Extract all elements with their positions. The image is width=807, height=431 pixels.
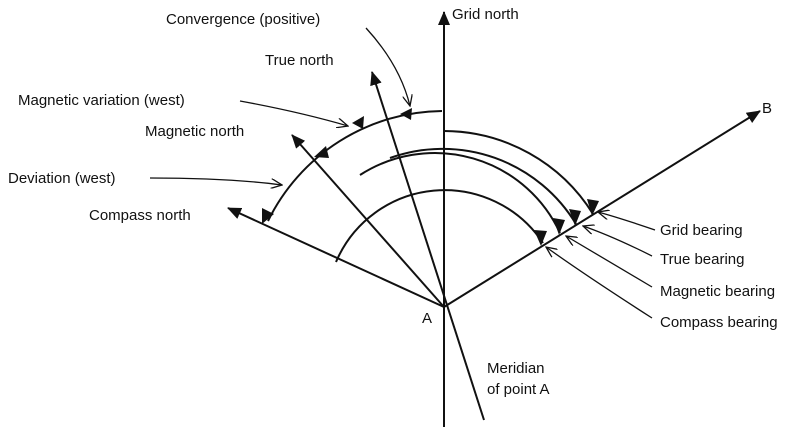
line-to-b: [443, 110, 761, 308]
magnetic-bearing-arrowhead: [553, 218, 565, 235]
true-bearing-leader: [583, 226, 653, 257]
magnetic-bearing-arc: [359, 152, 561, 234]
meridian-label-line1: Meridian: [487, 360, 545, 377]
true-bearing-label: True bearing: [660, 251, 745, 268]
true-north-label: True north: [265, 52, 334, 69]
compass-bearing-arrowhead: [534, 230, 547, 246]
convergence-label: Convergence (positive): [166, 11, 321, 28]
magnetic-north-line: [291, 134, 445, 308]
outer-arc: [267, 110, 443, 222]
compass-bearing-leader: [546, 247, 653, 319]
magnetic-variation-label: Magnetic variation (west): [18, 92, 185, 109]
magnetic-north-label: Magnetic north: [145, 123, 245, 140]
true-bearing-arrowhead: [569, 209, 581, 226]
compass-north-label: Compass north: [89, 207, 191, 224]
grid-bearing-arrowhead: [587, 199, 599, 216]
compass-bearing-label: Compass bearing: [660, 314, 778, 331]
magnetic-bearing-label: Magnetic bearing: [660, 283, 776, 300]
grid-north-label: Grid north: [452, 6, 519, 23]
meridian-label-line2: of point A: [487, 381, 550, 398]
convergence-arrowhead: [400, 108, 412, 120]
grid-bearing-label: Grid bearing: [660, 222, 743, 239]
deviation-arrowhead: [262, 208, 274, 224]
variation-leader: [239, 100, 348, 126]
deviation-label: Deviation (west): [8, 170, 116, 187]
magnetic-bearing-leader: [566, 236, 653, 288]
meridian-line: [370, 71, 485, 421]
compass-bearing-arc: [335, 189, 544, 263]
grid-bearing-leader: [598, 212, 656, 231]
point-a-label: A: [422, 310, 433, 327]
compass-north-line: [227, 207, 445, 308]
grid-bearing-arc: [443, 130, 594, 215]
point-b-label: B: [762, 100, 773, 117]
variation-arrowhead: [352, 116, 364, 129]
convergence-leader: [365, 27, 410, 106]
magnetic-north-arrowhead-arc: [314, 146, 329, 158]
deviation-leader: [149, 177, 282, 185]
true-bearing-arc: [389, 147, 577, 225]
